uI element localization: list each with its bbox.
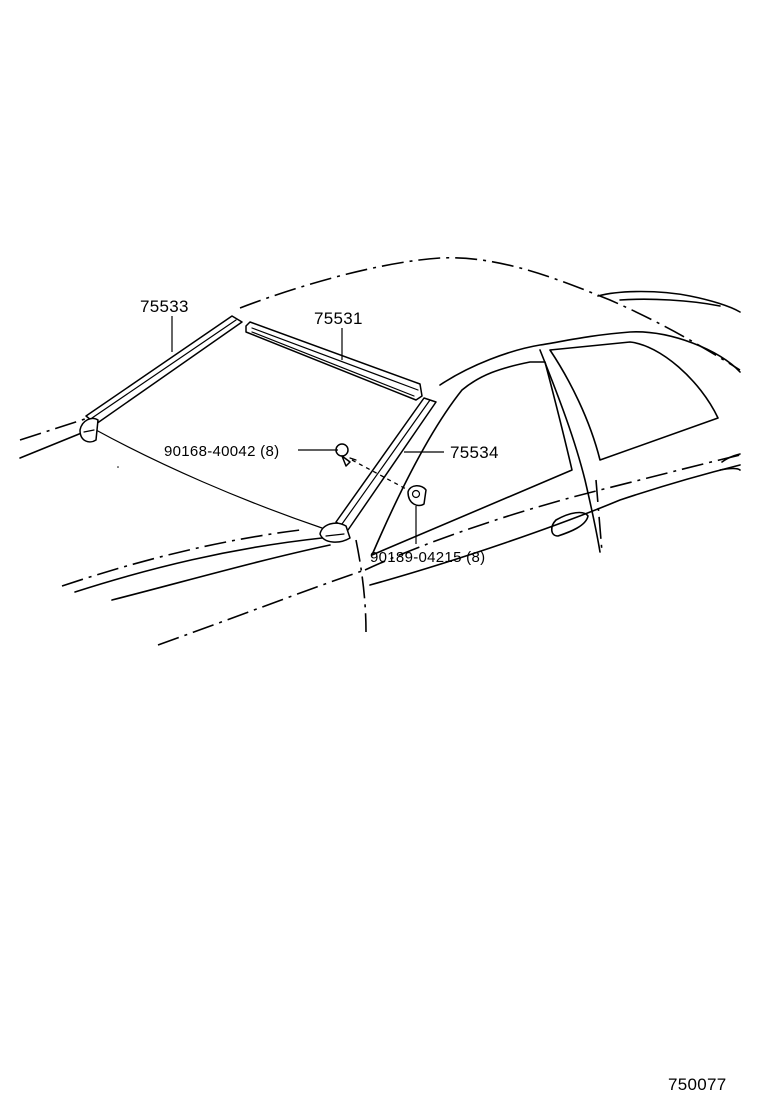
clip-icon [407, 485, 427, 507]
install-path [351, 459, 409, 491]
molding-75531 [245, 321, 423, 401]
label-75531: 75531 [314, 309, 363, 328]
bolt-icon [335, 443, 357, 467]
label-clip: 90189-04215 (8) [370, 549, 485, 566]
molding-75533 [79, 315, 243, 443]
label-bolt: 90168-40042 (8) [164, 443, 279, 460]
figure-id: 750077 [668, 1075, 727, 1094]
label-75533: 75533 [140, 297, 189, 316]
leader-lines [171, 316, 444, 544]
car-body-outline [19, 256, 741, 646]
label-75534: 75534 [450, 443, 499, 462]
molding-75534 [319, 397, 437, 543]
